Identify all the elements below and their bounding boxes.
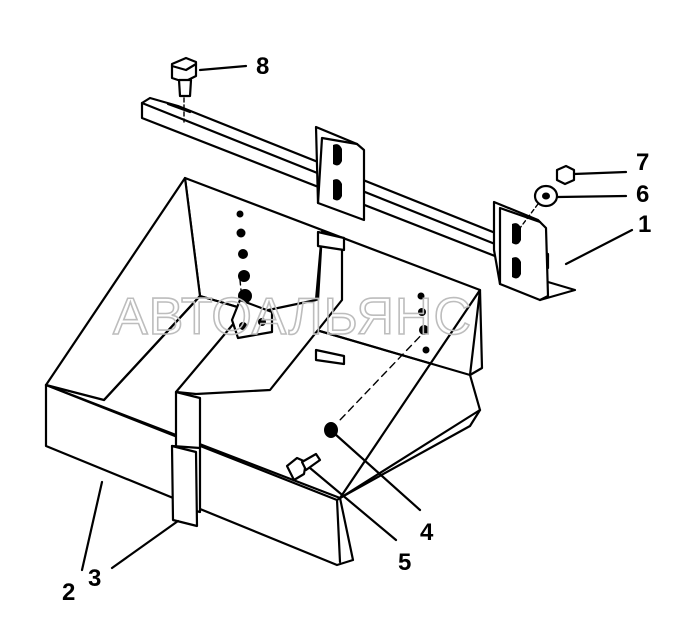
callout-6: 6 (636, 181, 649, 208)
callout-5: 5 (398, 549, 411, 576)
callout-8: 8 (256, 53, 269, 80)
leader-lines (80, 64, 634, 572)
callout-2: 2 (62, 579, 75, 606)
callout-1: 1 (638, 211, 651, 238)
washer-6 (519, 184, 559, 229)
bolt-8 (170, 56, 198, 123)
nut-7 (555, 164, 576, 186)
watermark-text: АВТОАЛЬЯНС (113, 288, 472, 346)
hold-down-strap (170, 230, 346, 528)
callout-7: 7 (636, 149, 649, 176)
screw-5 (285, 452, 322, 482)
callout-3: 3 (88, 565, 101, 592)
callout-4: 4 (420, 519, 434, 546)
mounting-bracket (140, 96, 577, 302)
